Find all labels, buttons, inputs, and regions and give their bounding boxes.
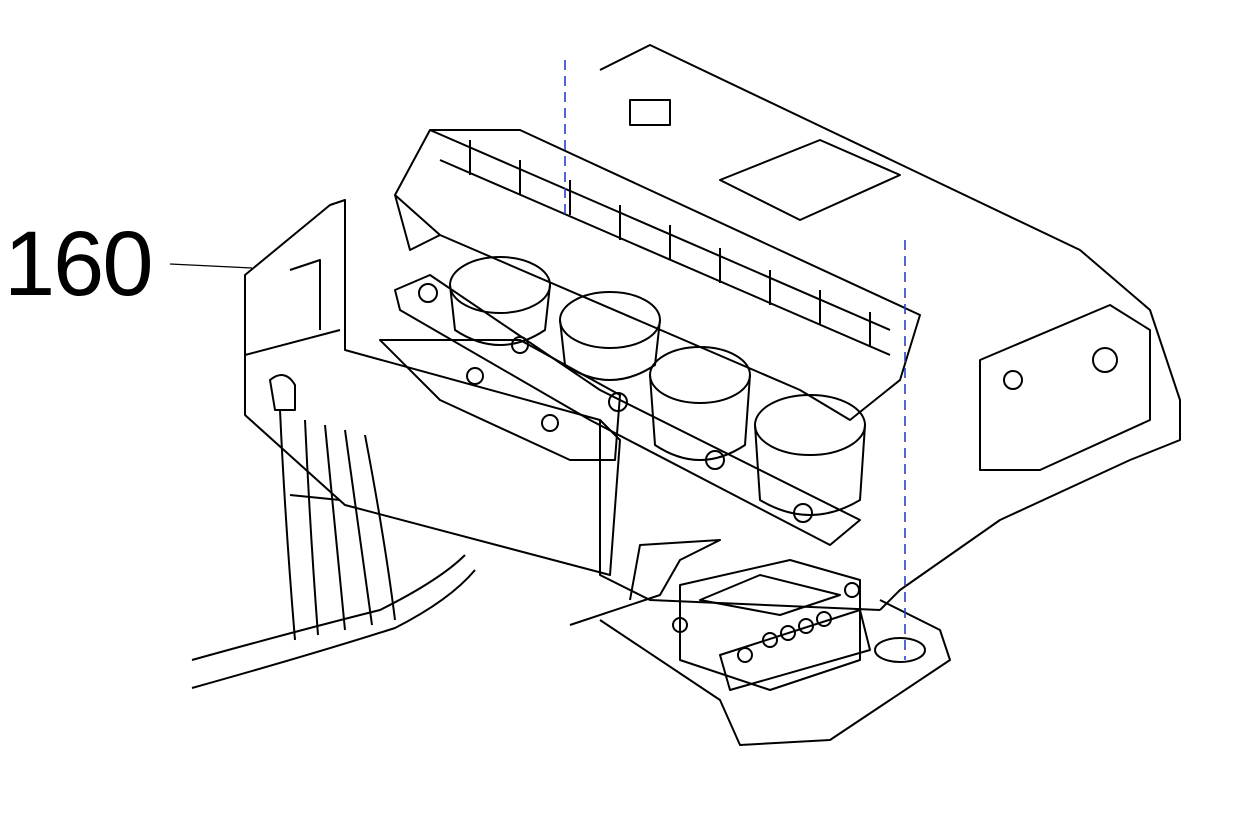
cap-cylinders — [449, 256, 866, 516]
main-frame — [599, 44, 1181, 611]
leader-line — [169, 263, 253, 269]
cables — [191, 409, 476, 689]
waste-ink-bracket — [569, 539, 951, 746]
mounting-plate — [379, 274, 861, 546]
base-tray — [244, 199, 621, 576]
cap-rail — [394, 129, 921, 421]
part-callout-160: 160 — [4, 213, 153, 315]
